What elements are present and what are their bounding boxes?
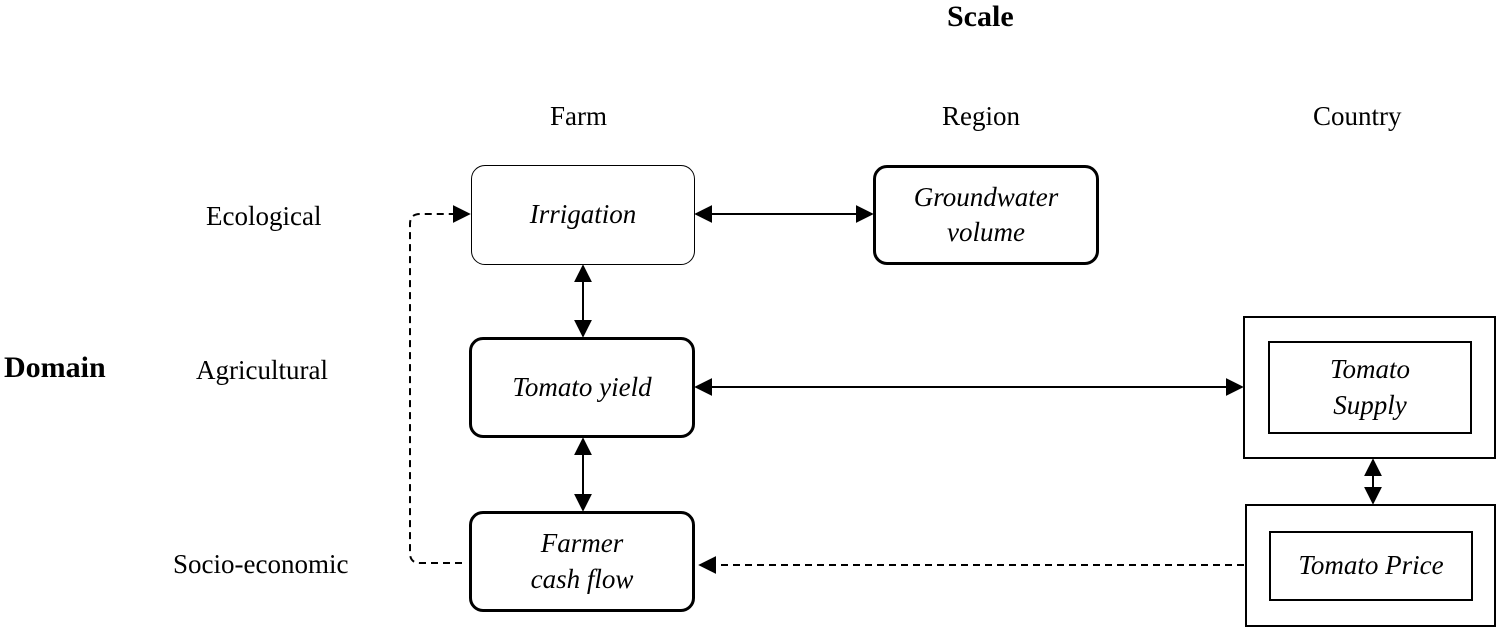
row-label-agricultural: Agricultural xyxy=(196,355,328,385)
node-irrigation: Irrigation xyxy=(471,165,695,265)
node-tomato-yield: Tomato yield xyxy=(469,337,695,438)
node-farmer-cash-flow-label-line2: cash flow xyxy=(530,563,634,594)
column-label-country: Country xyxy=(1313,101,1402,131)
node-tomato-price: Tomato Price xyxy=(1269,531,1473,601)
node-tomato-supply: Tomato Supply xyxy=(1268,341,1472,434)
node-irrigation-label: Irrigation xyxy=(529,199,637,230)
node-tomato-supply-frame: Tomato Supply xyxy=(1243,316,1496,459)
edge-farmer-cash-flow-irrigation xyxy=(409,205,471,564)
node-tomato-supply-label-line2: Supply xyxy=(1333,389,1407,420)
row-label-socio-economic: Socio-economic xyxy=(173,549,349,579)
node-farmer-cash-flow-label-line1: Farmer xyxy=(540,528,624,559)
node-groundwater-label-line2: volume xyxy=(947,217,1025,247)
domain-title: Domain xyxy=(4,351,106,384)
column-label-farm: Farm xyxy=(550,101,607,131)
scale-title: Scale xyxy=(947,0,1014,33)
node-tomato-price-frame: Tomato Price xyxy=(1245,504,1496,627)
node-tomato-supply-label-line1: Tomato xyxy=(1329,354,1411,385)
row-label-ecological: Ecological xyxy=(206,201,322,231)
node-tomato-price-label: Tomato Price xyxy=(1298,550,1444,581)
column-label-region: Region xyxy=(942,101,1020,131)
node-farmer-cash-flow: Farmer cash flow xyxy=(469,511,695,612)
node-groundwater-label-line1: Groundwater xyxy=(913,181,1059,212)
node-groundwater-volume: Groundwater volume xyxy=(873,165,1099,265)
node-tomato-yield-label: Tomato yield xyxy=(512,371,652,402)
